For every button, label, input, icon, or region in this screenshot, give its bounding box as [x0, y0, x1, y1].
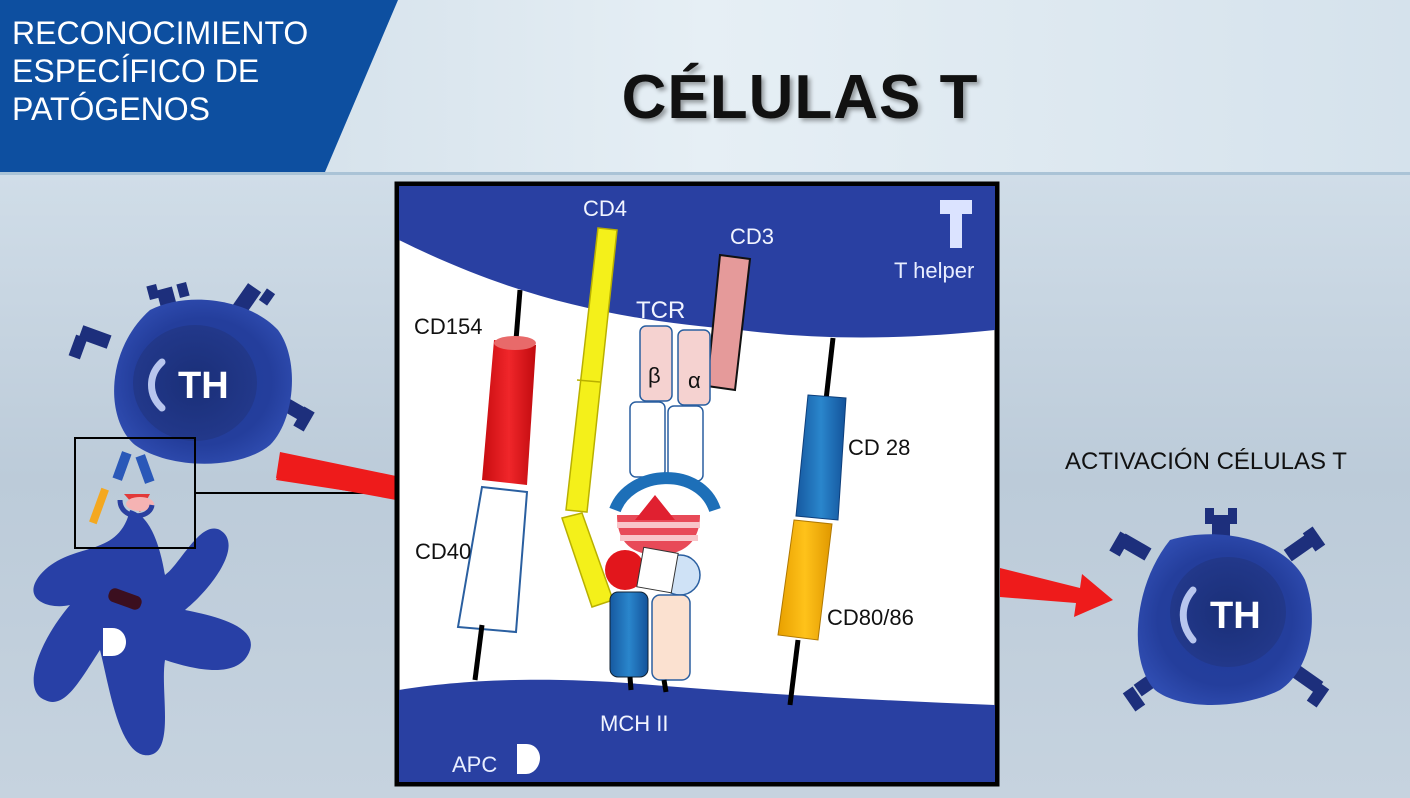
cd80-86-molecule: [777, 519, 833, 641]
cd40-molecule: [456, 485, 529, 634]
t-helper-icon: [940, 200, 972, 248]
left-th-cell: TH: [68, 281, 315, 525]
right-th-cell: TH: [1109, 508, 1330, 712]
left-cell-label: TH: [178, 365, 229, 407]
activation-label: ACTIVACIÓN CÉLULAS T: [1065, 448, 1347, 475]
zoom-panel: T helper APC: [394, 181, 1000, 787]
apc-icon: [517, 744, 540, 774]
label-cd4: CD4: [583, 196, 627, 221]
label-tcr: TCR: [636, 297, 685, 324]
cd154-molecule: [482, 340, 536, 485]
mhc2-chain-1: [609, 591, 649, 678]
label-cd80-86: CD80/86: [827, 605, 914, 630]
tcr-binding-cleft: [609, 472, 721, 513]
right-cell-label: TH: [1210, 595, 1261, 637]
cd3-molecule: [705, 253, 752, 392]
cd28-molecule: [795, 394, 847, 521]
tcr-beta-chain: [639, 325, 673, 402]
section-title-line-1: RECONOCIMIENTO: [12, 15, 309, 51]
label-mhc2: MCH II: [600, 711, 668, 736]
tcr-alpha-chain: [677, 329, 711, 406]
label-cd3: CD3: [730, 224, 774, 249]
right-red-arrow: [1000, 568, 1113, 617]
antigen-peptide: [635, 495, 675, 520]
section-title: RECONOCIMIENTO ESPECÍFICO DE PATÓGENOS: [12, 14, 342, 128]
label-cd28: CD 28: [848, 435, 910, 460]
section-title-line-3: PATÓGENOS: [12, 91, 210, 127]
section-title-line-2: ESPECÍFICO DE: [12, 53, 260, 89]
label-alpha: α: [688, 368, 701, 393]
left-red-arrow-body: [276, 452, 396, 500]
label-beta: β: [648, 363, 661, 388]
label-cd154: CD154: [414, 314, 482, 339]
page-title: CÉLULAS T: [621, 63, 979, 132]
label-cd40: CD40: [415, 539, 471, 564]
left-apc-cell: [33, 510, 251, 756]
apc-label: APC: [452, 752, 497, 777]
t-helper-membrane: [399, 186, 995, 338]
apc-membrane: [399, 679, 995, 782]
mhc2-chain-2: [651, 594, 691, 681]
section-tag-shape: [0, 0, 398, 172]
cd4-upper: [565, 227, 618, 513]
t-helper-label: T helper: [894, 258, 974, 283]
